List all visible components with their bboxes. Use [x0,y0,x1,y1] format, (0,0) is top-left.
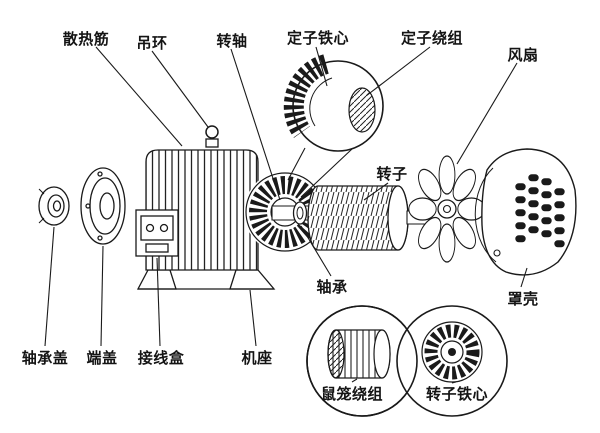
end-cover-bolt [97,171,103,177]
bearing-leader [300,225,332,277]
label-stator-core: 定子铁心 [286,30,350,47]
shell-face-edge [474,167,497,263]
fan-blade [438,155,456,195]
label-junction-box: 接线盒 [137,350,185,367]
cage-winding-part [327,329,391,379]
junction-box-inner [140,215,174,241]
label-end-cover: 端盖 [86,350,118,367]
fan-blade [418,168,442,202]
label-bearing: 轴承 [316,279,348,296]
lifting-ring-base [205,138,219,148]
frame-foot-right [229,269,276,290]
fan-part [408,155,486,263]
label-lifting-ring: 吊环 [136,35,168,52]
shell-part [474,148,577,276]
cage-end-ring-left [327,329,345,379]
label-fan: 风扇 [507,47,539,64]
label-rotor: 转子 [376,166,408,183]
motor-frame-part [135,125,276,290]
shaft-leader [230,48,281,201]
rotor-core-part [421,321,483,383]
cooling-fins-leader [95,46,183,147]
bearing-cover-part [38,186,70,226]
rotor-leader [363,182,389,201]
end-cover-bolt [85,203,91,209]
fan-blade [457,197,486,221]
fan-hub-hole [442,204,452,214]
rotor-core-teeth [424,324,480,380]
fan-blade [452,168,476,202]
shell-outline [481,148,577,276]
label-stator-winding: 定子绕组 [400,30,464,47]
label-cooling-fins: 散热筋 [62,31,110,48]
stator-winding-section [348,87,376,133]
end-cover-part [80,167,126,245]
label-rotor-core: 转子铁心 [425,386,489,403]
label-shaft: 转轴 [216,33,248,50]
fan-blade [452,216,476,250]
bearing-cover-hole [52,200,62,212]
label-bearing-cover: 轴承盖 [21,350,69,367]
end-cover-hole [99,192,115,220]
frame-leader [249,289,257,347]
end-cover-leader [100,245,104,347]
rotor-detail-inset [306,305,508,417]
junction-box-plate [145,243,169,253]
cage-end-ring-right [373,329,391,379]
bearing-cover-ring [47,194,65,218]
rotor-part [271,185,430,251]
stator-core-leader [315,46,328,87]
junction-box-terminal [145,223,155,233]
shell-bolt-hole [493,249,501,257]
rotor-skewed-bars [308,186,408,250]
fan-blades [408,155,486,263]
inset-circle-left-overlap [306,305,418,417]
fan-blade [418,216,442,250]
rotor-end-ring [387,185,409,251]
fan-hub [437,199,457,219]
bearing-inner-ring [296,206,304,220]
end-cover-outline [80,167,126,245]
fan-blade [438,223,456,263]
inset-pointer-lines [287,147,353,198]
bearing-part [292,201,308,225]
lifting-ring-part [205,125,219,139]
stator-core-laminations [283,54,330,138]
cage-winding-leader [351,378,358,383]
stator-winding-leader [365,46,431,97]
fan-blade [408,197,437,221]
label-shell: 罩壳 [507,291,539,308]
rotor-core-keyhole [448,348,456,356]
end-cover-bolt [97,235,103,241]
stator-detail-inset [283,54,384,198]
bearing-cover-tabs [38,188,45,224]
bearing-cover-leader [44,226,55,347]
shell-leader [520,267,528,288]
junction-box-leader [156,257,161,347]
fan-leader [456,62,518,165]
rotor-core-leader [451,381,457,384]
lifting-ring-leader [151,50,209,128]
label-frame: 机座 [241,350,273,367]
leader-lines [44,46,528,384]
label-cage-winding: 鼠笼绕组 [320,386,384,403]
junction-box-terminal [159,223,169,233]
